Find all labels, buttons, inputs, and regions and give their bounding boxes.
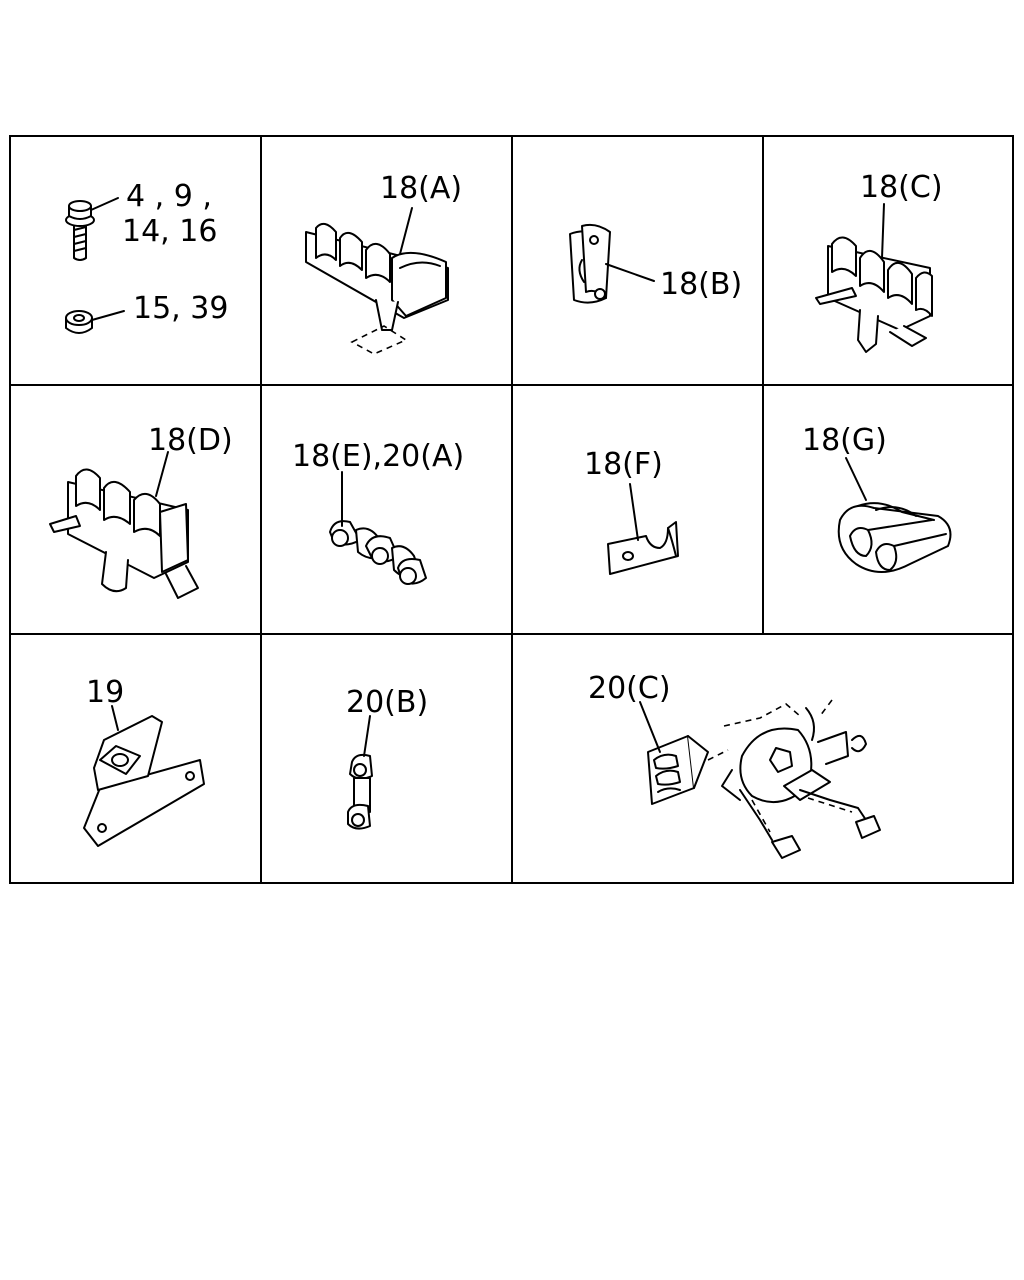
clip-20c-icon (639, 701, 729, 805)
cell-clip-18f: 18(F) (584, 447, 679, 575)
cell-clip-18b: 18(B) (569, 223, 742, 304)
steering-column-assembly-icon (721, 699, 881, 859)
clip-18a-icon (305, 207, 449, 355)
clip-18e-20a-callout: 18(E),20(A) (292, 439, 464, 474)
cell-clip-18d: 18(D) (49, 423, 233, 599)
clip-20b-callout: 20(B) (346, 685, 428, 720)
clip-20c-callout: 20(C) (588, 671, 671, 706)
cell-clip-18a: 18(A) (305, 171, 462, 355)
clip-18g-icon (837, 457, 952, 573)
cell-bracket-19: 19 (83, 675, 205, 847)
parts-grid (9, 135, 1014, 884)
clip-18c-callout: 18(C) (860, 170, 943, 205)
flange-nut-icon (65, 310, 125, 334)
nut-callout: 15, 39 (133, 291, 228, 326)
clip-18b-icon (569, 223, 655, 304)
clip-20b-icon (347, 715, 373, 830)
clip-18d-icon (49, 451, 199, 599)
cell-clip-18c: 18(C) (815, 170, 943, 353)
cell-clip-18g: 18(G) (802, 423, 952, 573)
clip-18c-icon (815, 203, 933, 353)
bracket-19-callout: 19 (86, 675, 124, 710)
clip-18a-callout: 18(A) (380, 171, 462, 206)
clip-18f-callout: 18(F) (584, 447, 663, 482)
clip-18g-callout: 18(G) (802, 423, 887, 458)
bolt-callout: 4 , 9 , (126, 179, 212, 214)
cell-bolt-nut: 4 , 9 , 14, 16 15, 39 (65, 179, 228, 334)
clip-18e-20a-icon (329, 471, 427, 585)
cell-clip-20b: 20(B) (346, 685, 428, 830)
bolt-callout-line2: 14, 16 (122, 214, 217, 249)
clip-18d-callout: 18(D) (148, 423, 233, 458)
cell-clip-20c: 20(C) (588, 671, 881, 859)
bracket-19-icon (83, 705, 205, 847)
clip-18f-icon (607, 483, 679, 575)
flange-bolt-icon (65, 197, 119, 261)
cell-clip-18e-20a: 18(E),20(A) (292, 439, 464, 585)
clip-18b-callout: 18(B) (660, 267, 742, 302)
